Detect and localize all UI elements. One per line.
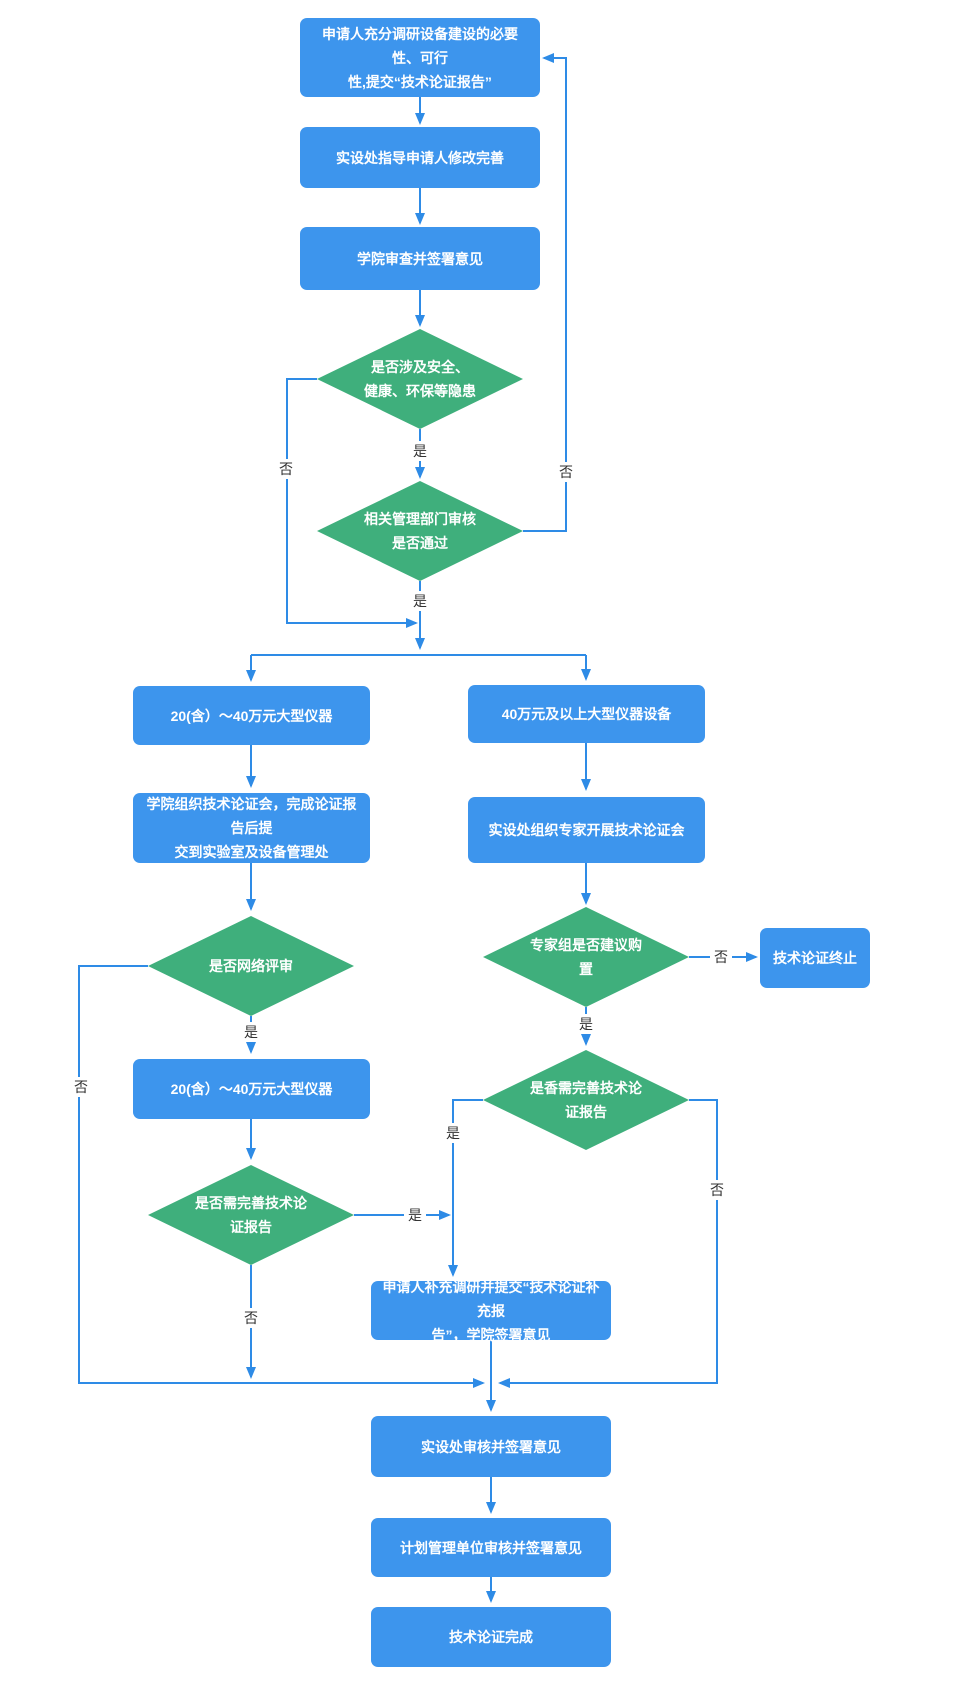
edge-label-improve-right-no: 否 [706,1180,728,1200]
node-large-instrument: 40万元及以上大型仪器设备 [468,685,705,743]
edge-label-safety-no: 否 [275,459,297,479]
edge-dept-no-loop [523,53,567,532]
edge-label-dept-no: 否 [555,462,577,482]
edge-safety-no-bypass [286,378,418,628]
node-research-report: 申请人充分调研设备建设的必要性、可行 性,提交“技术论证报告” [300,18,540,97]
edge-label-improve-left-no: 否 [240,1308,262,1328]
edge-label-online-yes: 是 [240,1022,262,1042]
node-plan-audit: 计划管理单位审核并签署意见 [371,1518,611,1577]
edge-label-dept-yes: 是 [409,591,431,611]
node-guide-revise: 实设处指导申请人修改完善 [300,127,540,188]
node-mid-instrument-a: 20(含）～40万元大型仪器 [133,686,370,745]
edge-label-improve-left-yes: 是 [404,1205,426,1225]
node-complete: 技术论证完成 [371,1607,611,1667]
edge-label-suggest-no: 否 [710,947,732,967]
node-supplement-report: 申请人补充调研并提交“技术论证补充报 告”，学院签署意见 [371,1279,611,1343]
node-terminate: 技术论证终止 [760,928,870,988]
edge-label-safety-yes: 是 [409,441,431,461]
edge-label-online-no: 否 [70,1077,92,1097]
edge-label-suggest-yes: 是 [575,1014,597,1034]
edge-improve-right-yes [448,1099,483,1277]
node-mid-instrument-b: 20(含）～40万元大型仪器 [133,1059,370,1119]
node-expert-meeting: 实设处组织专家开展技术论证会 [468,797,705,863]
node-facility-audit: 实设处审核并签署意见 [371,1416,611,1477]
node-college-meeting: 学院组织技术论证会，完成论证报告后提 交到实验室及设备管理处 [133,793,370,863]
edge-label-improve-right-yes: 是 [442,1123,464,1143]
edge-online-no-merge [78,965,485,1388]
node-college-review: 学院审查并签署意见 [300,227,540,290]
edge-improve-right-no [498,1099,718,1388]
